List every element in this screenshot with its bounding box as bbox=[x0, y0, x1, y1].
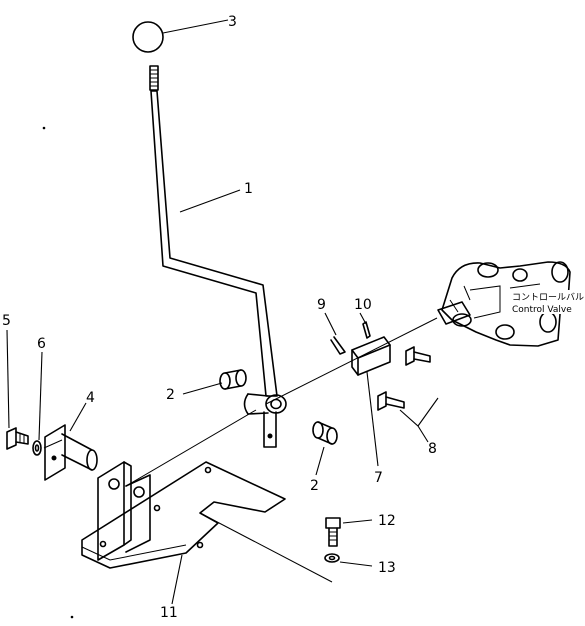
assembly-lines bbox=[43, 317, 438, 583]
callout-6: 6 bbox=[37, 336, 46, 352]
callout-5: 5 bbox=[2, 313, 11, 329]
link-block-part-7 bbox=[351, 336, 391, 376]
leader-lines bbox=[6, 19, 439, 605]
bolt-part-12 bbox=[325, 517, 341, 547]
bolt-part-5 bbox=[6, 427, 29, 450]
callout-2-lower: 2 bbox=[310, 478, 319, 494]
callout-1: 1 bbox=[244, 181, 253, 197]
valve-label-japanese: コントロールバルブ bbox=[512, 291, 585, 303]
washer-part-13 bbox=[324, 553, 340, 563]
bushing-part-2-lower bbox=[312, 421, 338, 445]
callout-13: 13 bbox=[378, 560, 396, 576]
washer-part-6 bbox=[32, 440, 42, 456]
callout-8: 8 bbox=[428, 441, 437, 457]
pivot-pin-part-4 bbox=[44, 424, 98, 481]
callout-4: 4 bbox=[86, 390, 95, 406]
bolts-part-8 bbox=[377, 346, 431, 411]
callout-12: 12 bbox=[378, 513, 396, 529]
callout-labels: 3 1 2 2 4 5 6 7 8 9 10 11 12 13 bbox=[2, 14, 437, 621]
bracket-part-11 bbox=[81, 461, 286, 569]
callout-2-upper: 2 bbox=[166, 387, 175, 403]
lever-rod-part-1 bbox=[149, 65, 287, 448]
cotter-pin-part-9 bbox=[330, 336, 346, 355]
callout-9: 9 bbox=[317, 297, 326, 313]
bushing-part-2-upper bbox=[219, 369, 247, 390]
callout-7: 7 bbox=[374, 470, 383, 486]
knob-part-3 bbox=[132, 21, 164, 53]
split-pin-part-10 bbox=[362, 321, 371, 339]
scan-specks bbox=[42, 126, 74, 619]
callout-11: 11 bbox=[160, 605, 178, 621]
callout-10: 10 bbox=[354, 297, 372, 313]
valve-label-english: Control Valve bbox=[512, 305, 572, 315]
control-valve-label: コントロールバルブ Control Valve bbox=[508, 290, 585, 315]
callout-3: 3 bbox=[228, 14, 237, 30]
